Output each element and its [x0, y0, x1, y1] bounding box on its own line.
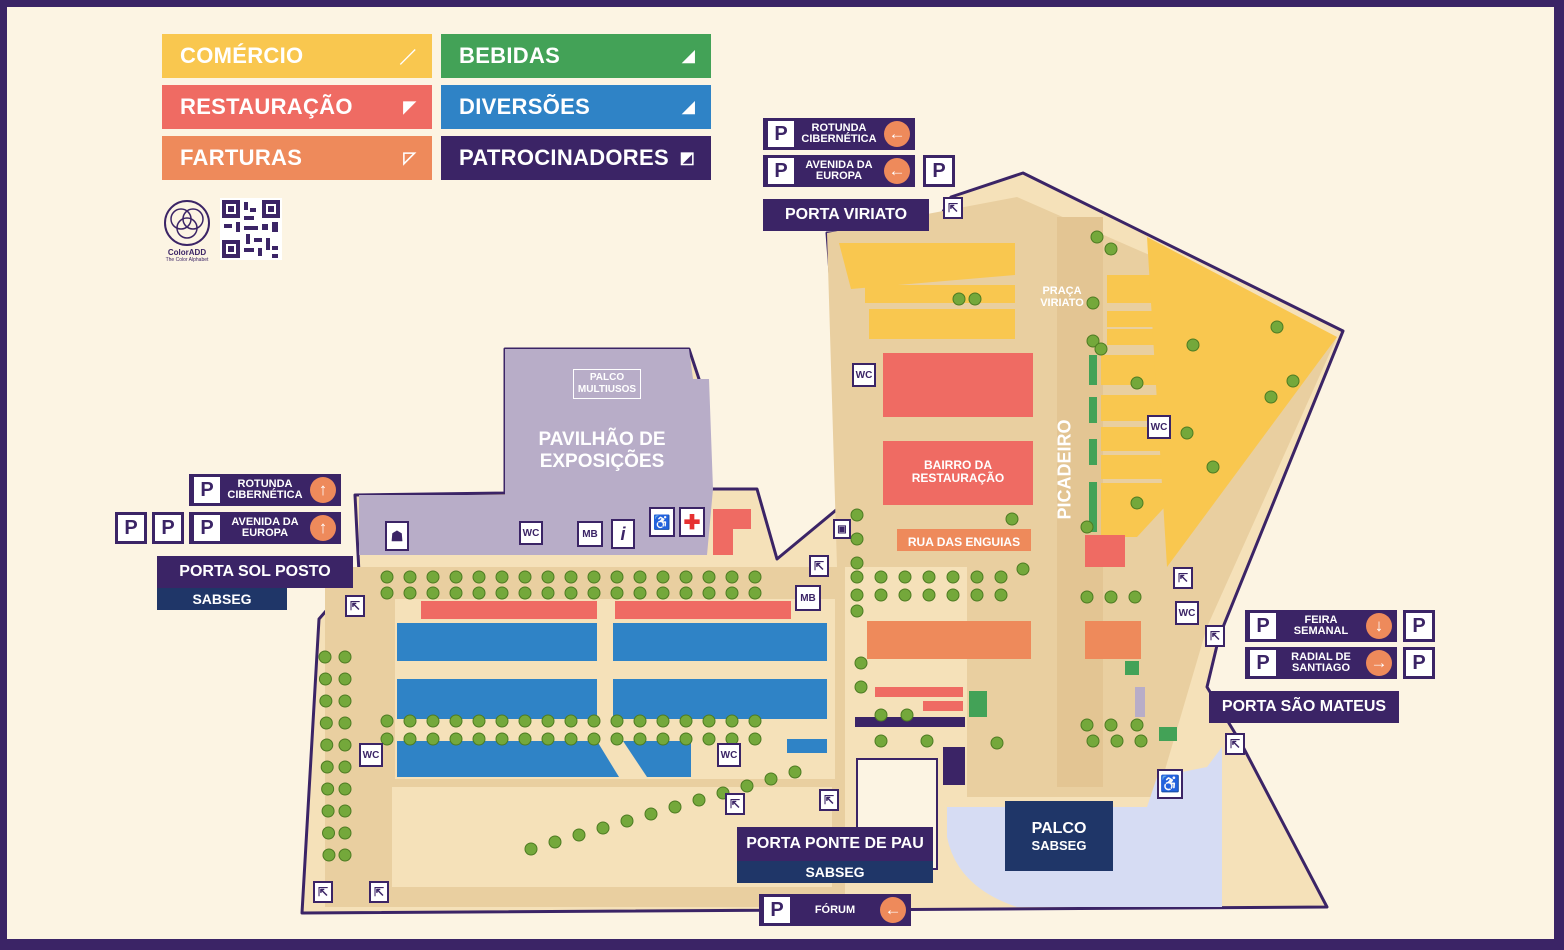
picadeiro-label: PICADEIRO	[1054, 419, 1075, 520]
legend-patrocinadores: PATROCINADORES◩	[441, 136, 711, 180]
trees	[318, 230, 1300, 862]
parking-icon: P	[764, 897, 790, 923]
venue-map	[300, 171, 1345, 915]
arrow-down-icon: ↓	[1366, 613, 1392, 639]
first-aid-icon[interactable]: ✚	[679, 507, 705, 537]
gate-sol-posto[interactable]: PORTA SOL POSTO	[157, 556, 353, 588]
palco-multiusos-label[interactable]: PALCO MULTIUSOS	[573, 369, 641, 399]
parking-sign-avenida-top[interactable]: P AVENIDA DA EUROPA ←	[763, 155, 915, 187]
exit-icon: ⇱	[345, 595, 365, 617]
parking-sign-forum[interactable]: P FÓRUM ←	[759, 894, 911, 926]
legend-comercio: COMÉRCIO／	[162, 34, 432, 78]
diversoes-symbol-icon: ◢	[682, 99, 695, 116]
sabseg-logo-ponte-pau: SABSEG	[737, 861, 933, 883]
arrow-left-icon: ←	[884, 158, 910, 184]
accessible-parking-icon: P	[1403, 610, 1435, 642]
wc-icon[interactable]: WC	[852, 363, 876, 387]
parking-sign-avenida-left[interactable]: P AVENIDA DA EUROPA ↑	[189, 512, 341, 544]
exit-icon: ⇱	[809, 555, 829, 577]
parking-icon: P	[194, 477, 220, 503]
exit-icon: ⇱	[313, 881, 333, 903]
pavilhao-label[interactable]: PAVILHÃO DE EXPOSIÇÕES	[538, 429, 666, 472]
parking-sign-feira[interactable]: P FEIRA SEMANAL ↓	[1245, 610, 1397, 642]
arrow-up-icon: ↑	[310, 515, 336, 541]
map-frame: COMÉRCIO／ BEBIDAS◢ RESTAURAÇÃO◤ DIVERSÕE…	[4, 4, 1557, 942]
legend-diversoes: DIVERSÕES◢	[441, 85, 711, 129]
comercio-stalls	[839, 237, 1337, 567]
police-icon[interactable]: ☗	[385, 521, 409, 551]
parking-icon: P	[768, 158, 794, 184]
bebidas-stalls	[969, 355, 1177, 741]
accessible-access-icon[interactable]: ♿	[1157, 769, 1183, 799]
exit-icon: ⇱	[1225, 733, 1245, 755]
patrocinadores-symbol-icon: ◩	[679, 150, 695, 167]
parking-sign-rotunda-top[interactable]: P ROTUNDA CIBERNÉTICA ←	[763, 118, 915, 150]
arrow-up-icon: ↑	[310, 477, 336, 503]
farturas-stalls	[867, 529, 1141, 659]
palco-stage[interactable]: PALCO SABSEG	[1005, 801, 1113, 871]
coloradd-logo-icon	[164, 200, 210, 246]
legend-bebidas: BEBIDAS◢	[441, 34, 711, 78]
sabseg-logo-palco: SABSEG	[1031, 837, 1087, 853]
gate-ponte-pau[interactable]: PORTA PONTE DE PAU	[737, 827, 933, 861]
parking-icon: P	[1250, 613, 1276, 639]
parking-icon: P	[768, 121, 794, 147]
arrow-left-icon: ←	[880, 897, 906, 923]
parking-icon: P	[1250, 650, 1276, 676]
arrow-right-icon: →	[1366, 650, 1392, 676]
legend-restauracao: RESTAURAÇÃO◤	[162, 85, 432, 129]
baby-care-icon[interactable]: ♿	[649, 507, 675, 537]
bebidas-symbol-icon: ◢	[682, 48, 695, 65]
patrocinadores-stalls	[855, 717, 965, 785]
qr-code-icon[interactable]	[220, 198, 282, 260]
bike-parking-icon: P	[152, 512, 184, 544]
gate-sao-mateus[interactable]: PORTA SÃO MATEUS	[1209, 691, 1399, 723]
bairro-label[interactable]: BAIRRO DA RESTAURAÇÃO	[911, 458, 1005, 485]
gate-viriato[interactable]: PORTA VIRIATO	[763, 199, 929, 231]
pavilion-building	[359, 349, 713, 555]
legend-farturas: FARTURAS◸	[162, 136, 432, 180]
comercio-symbol-icon: ／	[399, 50, 416, 67]
info-icon[interactable]: i	[611, 519, 635, 549]
accessible-parking-icon: P	[115, 512, 147, 544]
coloradd-title: ColorADD	[167, 248, 207, 257]
wc-icon[interactable]: WC	[519, 521, 543, 545]
wc-icon[interactable]: WC	[1147, 415, 1171, 439]
exit-icon: ⇱	[943, 197, 963, 219]
wc-icon[interactable]: WC	[717, 743, 741, 767]
exit-icon: ⇱	[819, 789, 839, 811]
wc-icon[interactable]: WC	[359, 743, 383, 767]
mb-atm-icon[interactable]: MB	[795, 585, 821, 611]
exit-icon: ⇱	[1173, 567, 1193, 589]
rua-enguias-label[interactable]: RUA DAS ENGUIAS	[907, 535, 1021, 549]
praca-viriato-label: PRAÇA VIRIATO	[1040, 285, 1084, 309]
diversoes-stalls	[397, 623, 827, 777]
coloradd-subtitle: The Color Alphabet	[165, 257, 209, 263]
bike-parking-icon: P	[923, 155, 955, 187]
exit-icon: ⇱	[369, 881, 389, 903]
arrow-left-icon: ←	[884, 121, 910, 147]
sabseg-logo-sol-posto: SABSEG	[157, 588, 287, 610]
wc-icon[interactable]: WC	[1175, 601, 1199, 625]
bus-stop-icon[interactable]: ▣	[833, 519, 851, 539]
bike-parking-icon: P	[1403, 647, 1435, 679]
farturas-symbol-icon: ◸	[403, 150, 416, 167]
parking-icon: P	[194, 515, 220, 541]
parking-sign-radial[interactable]: P RADIAL DE SANTIAGO →	[1245, 647, 1397, 679]
exit-icon: ⇱	[1205, 625, 1225, 647]
restauracao-stalls	[421, 353, 1125, 711]
exit-icon: ⇱	[725, 793, 745, 815]
restauracao-symbol-icon: ◤	[403, 99, 416, 116]
mb-atm-icon[interactable]: MB	[577, 521, 603, 547]
parking-sign-rotunda-left[interactable]: P ROTUNDA CIBERNÉTICA ↑	[189, 474, 341, 506]
